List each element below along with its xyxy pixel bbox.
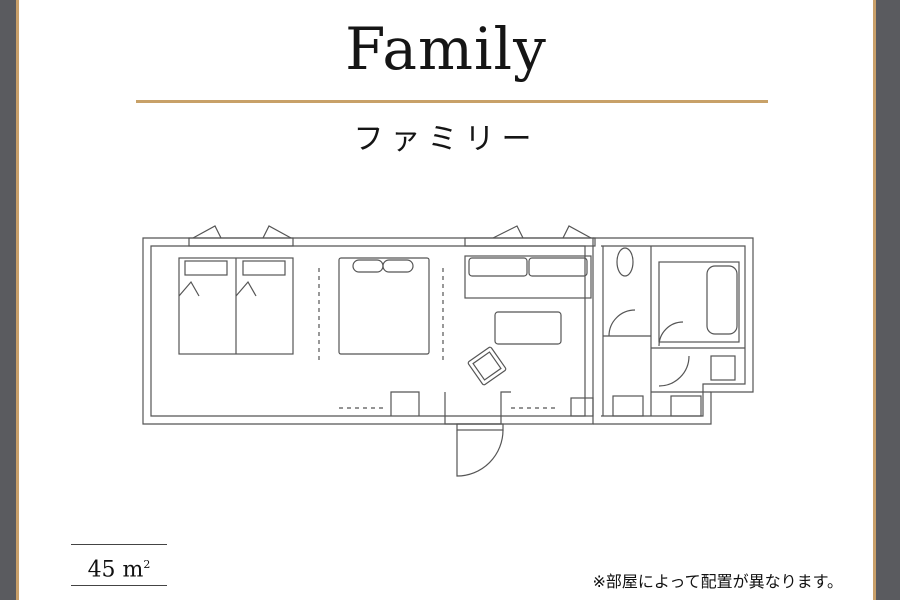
- bathroom: [570, 246, 745, 417]
- double-bed: [338, 257, 430, 355]
- plan-subtitle: ファミリー: [353, 122, 539, 157]
- floor-plan-diagram: [142, 225, 754, 477]
- partitions: [318, 268, 559, 409]
- layout-note: ※部屋によって配置が異なります。: [592, 572, 843, 591]
- sink-icon-1: [710, 355, 736, 381]
- floorplan-card: Family ファミリー: [16, 0, 876, 600]
- shower-room: [658, 261, 740, 343]
- twin-beds: [178, 257, 294, 355]
- sofa: [464, 255, 592, 299]
- sink-icon-2: [670, 395, 702, 417]
- toilet-icon: [616, 247, 634, 277]
- right-frame-strip: [876, 0, 900, 600]
- area-label: 45 m2: [71, 544, 167, 586]
- bathtub-icon: [706, 265, 738, 335]
- title-divider: [136, 100, 768, 103]
- chair: [467, 346, 507, 386]
- area-unit: 2: [143, 558, 151, 571]
- plan-title: Family: [345, 15, 547, 83]
- windows: [188, 225, 596, 247]
- area-value: 45 m: [87, 557, 144, 583]
- kitchen-sink-icon: [570, 397, 594, 417]
- entrance: [390, 391, 511, 477]
- left-frame-strip: [0, 0, 16, 600]
- sink-icon-3: [612, 395, 644, 417]
- outer-walls: [142, 237, 754, 425]
- coffee-table: [494, 311, 562, 345]
